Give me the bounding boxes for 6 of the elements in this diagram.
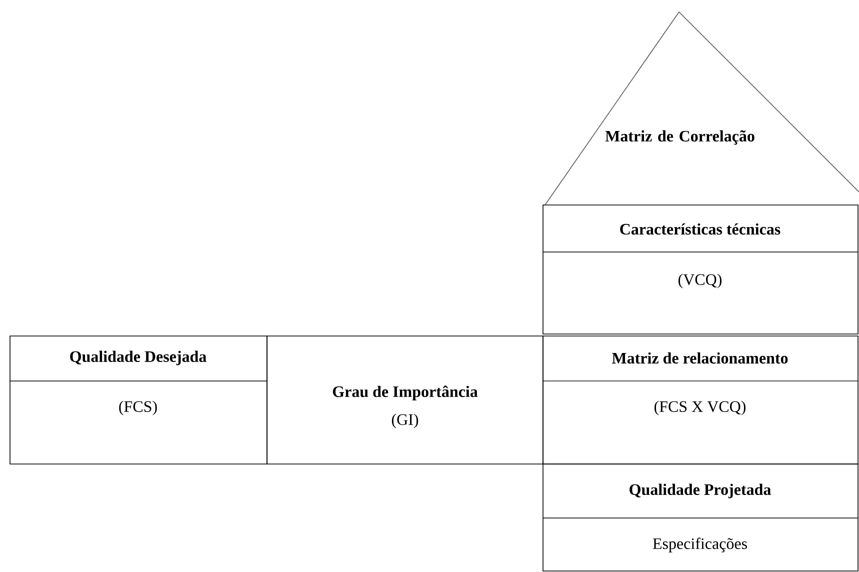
matrix-box: Qualidade Projetada Especificações xyxy=(542,464,858,572)
matrix-box: Características técnicas (VCQ) xyxy=(542,204,858,334)
matrix-box: Grau de Importância (GI) xyxy=(266,336,544,464)
matrix-box: Matriz de relacionamento (FCS X VCQ) xyxy=(542,336,858,464)
triangle-roof: Matriz de Correlação xyxy=(544,11,859,206)
matrix-box: Qualidade Desejada (FCS) xyxy=(10,336,268,464)
